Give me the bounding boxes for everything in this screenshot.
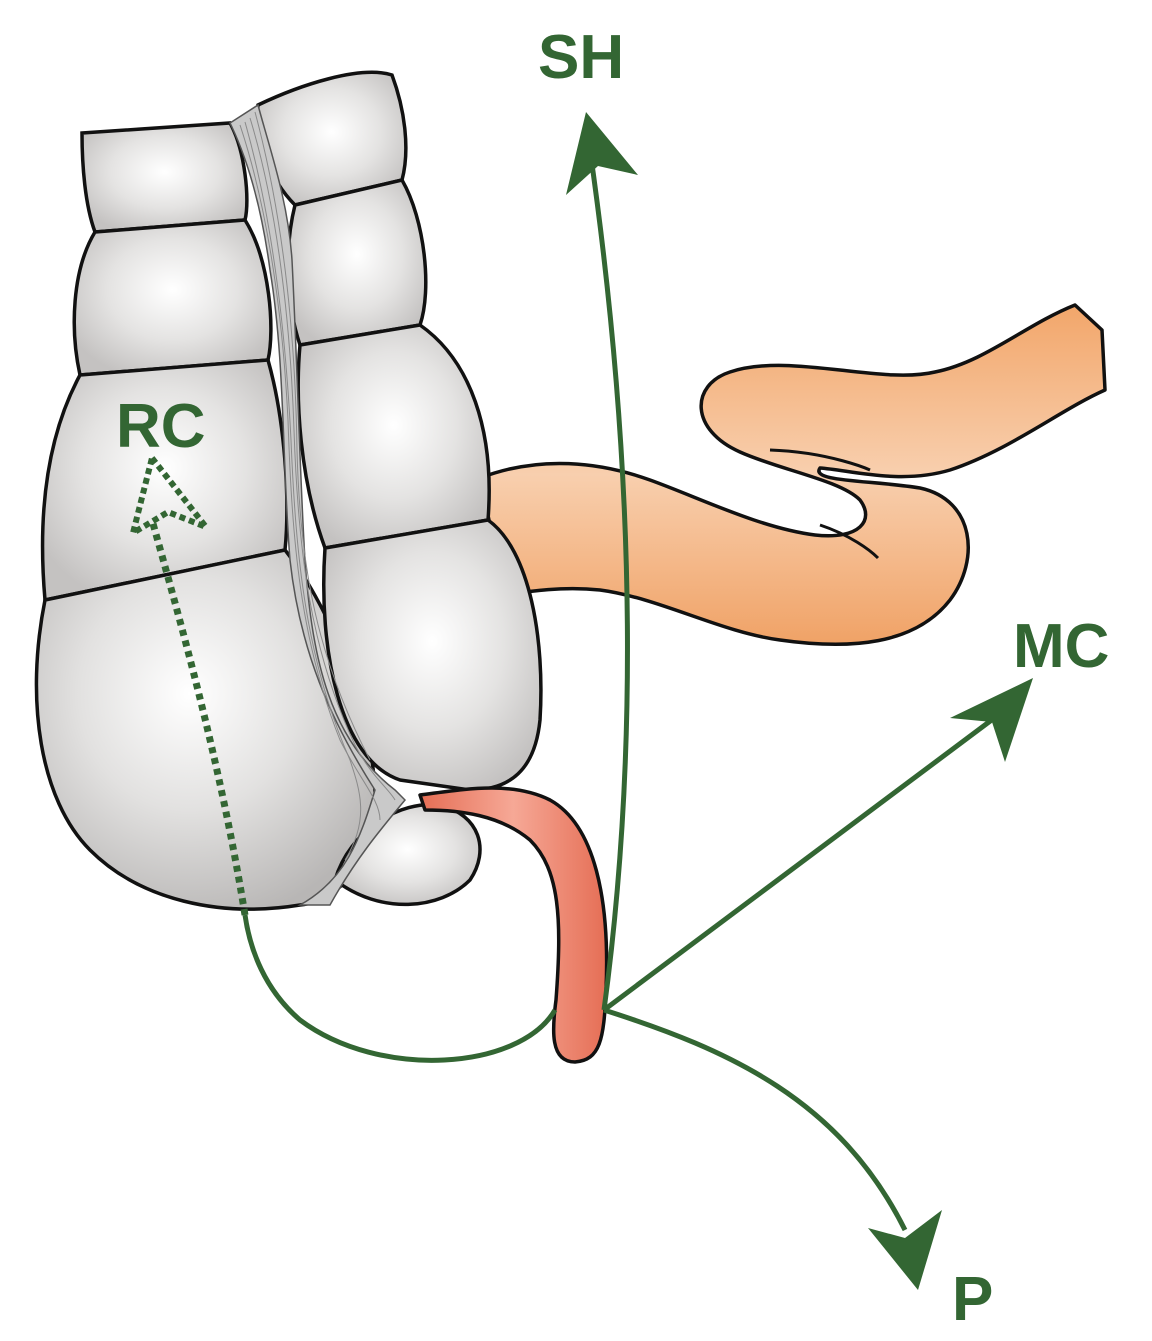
medial-cecal-arrowhead [950,678,1033,762]
haustra-segment [321,518,543,792]
taenia-coli [229,103,407,906]
label-p: P [952,1265,993,1334]
pelvic-arrowhead [868,1210,942,1290]
retrocecal-arrowhead [128,451,216,540]
retrocecal-dotted-arrow [148,519,249,916]
label-rc: RC [116,392,206,461]
haustra-segment [296,323,491,550]
subhepatic-arrow [587,149,630,1011]
cecum-ascending-colon [34,70,543,911]
pelvic-arrow [603,1007,908,1232]
terminal-ileum [478,303,1107,647]
haustra-segment [80,121,249,234]
haustra-segment [72,218,273,377]
retrocecal-curve [242,914,558,1063]
medial-cecal-arrow [602,707,1007,1013]
label-sh: SH [538,23,624,92]
haustra-segment [286,177,428,347]
appendix [418,786,609,1064]
label-mc: MC [1013,612,1109,681]
subhepatic-arrowhead [566,112,638,195]
position-arrows [128,112,1033,1290]
